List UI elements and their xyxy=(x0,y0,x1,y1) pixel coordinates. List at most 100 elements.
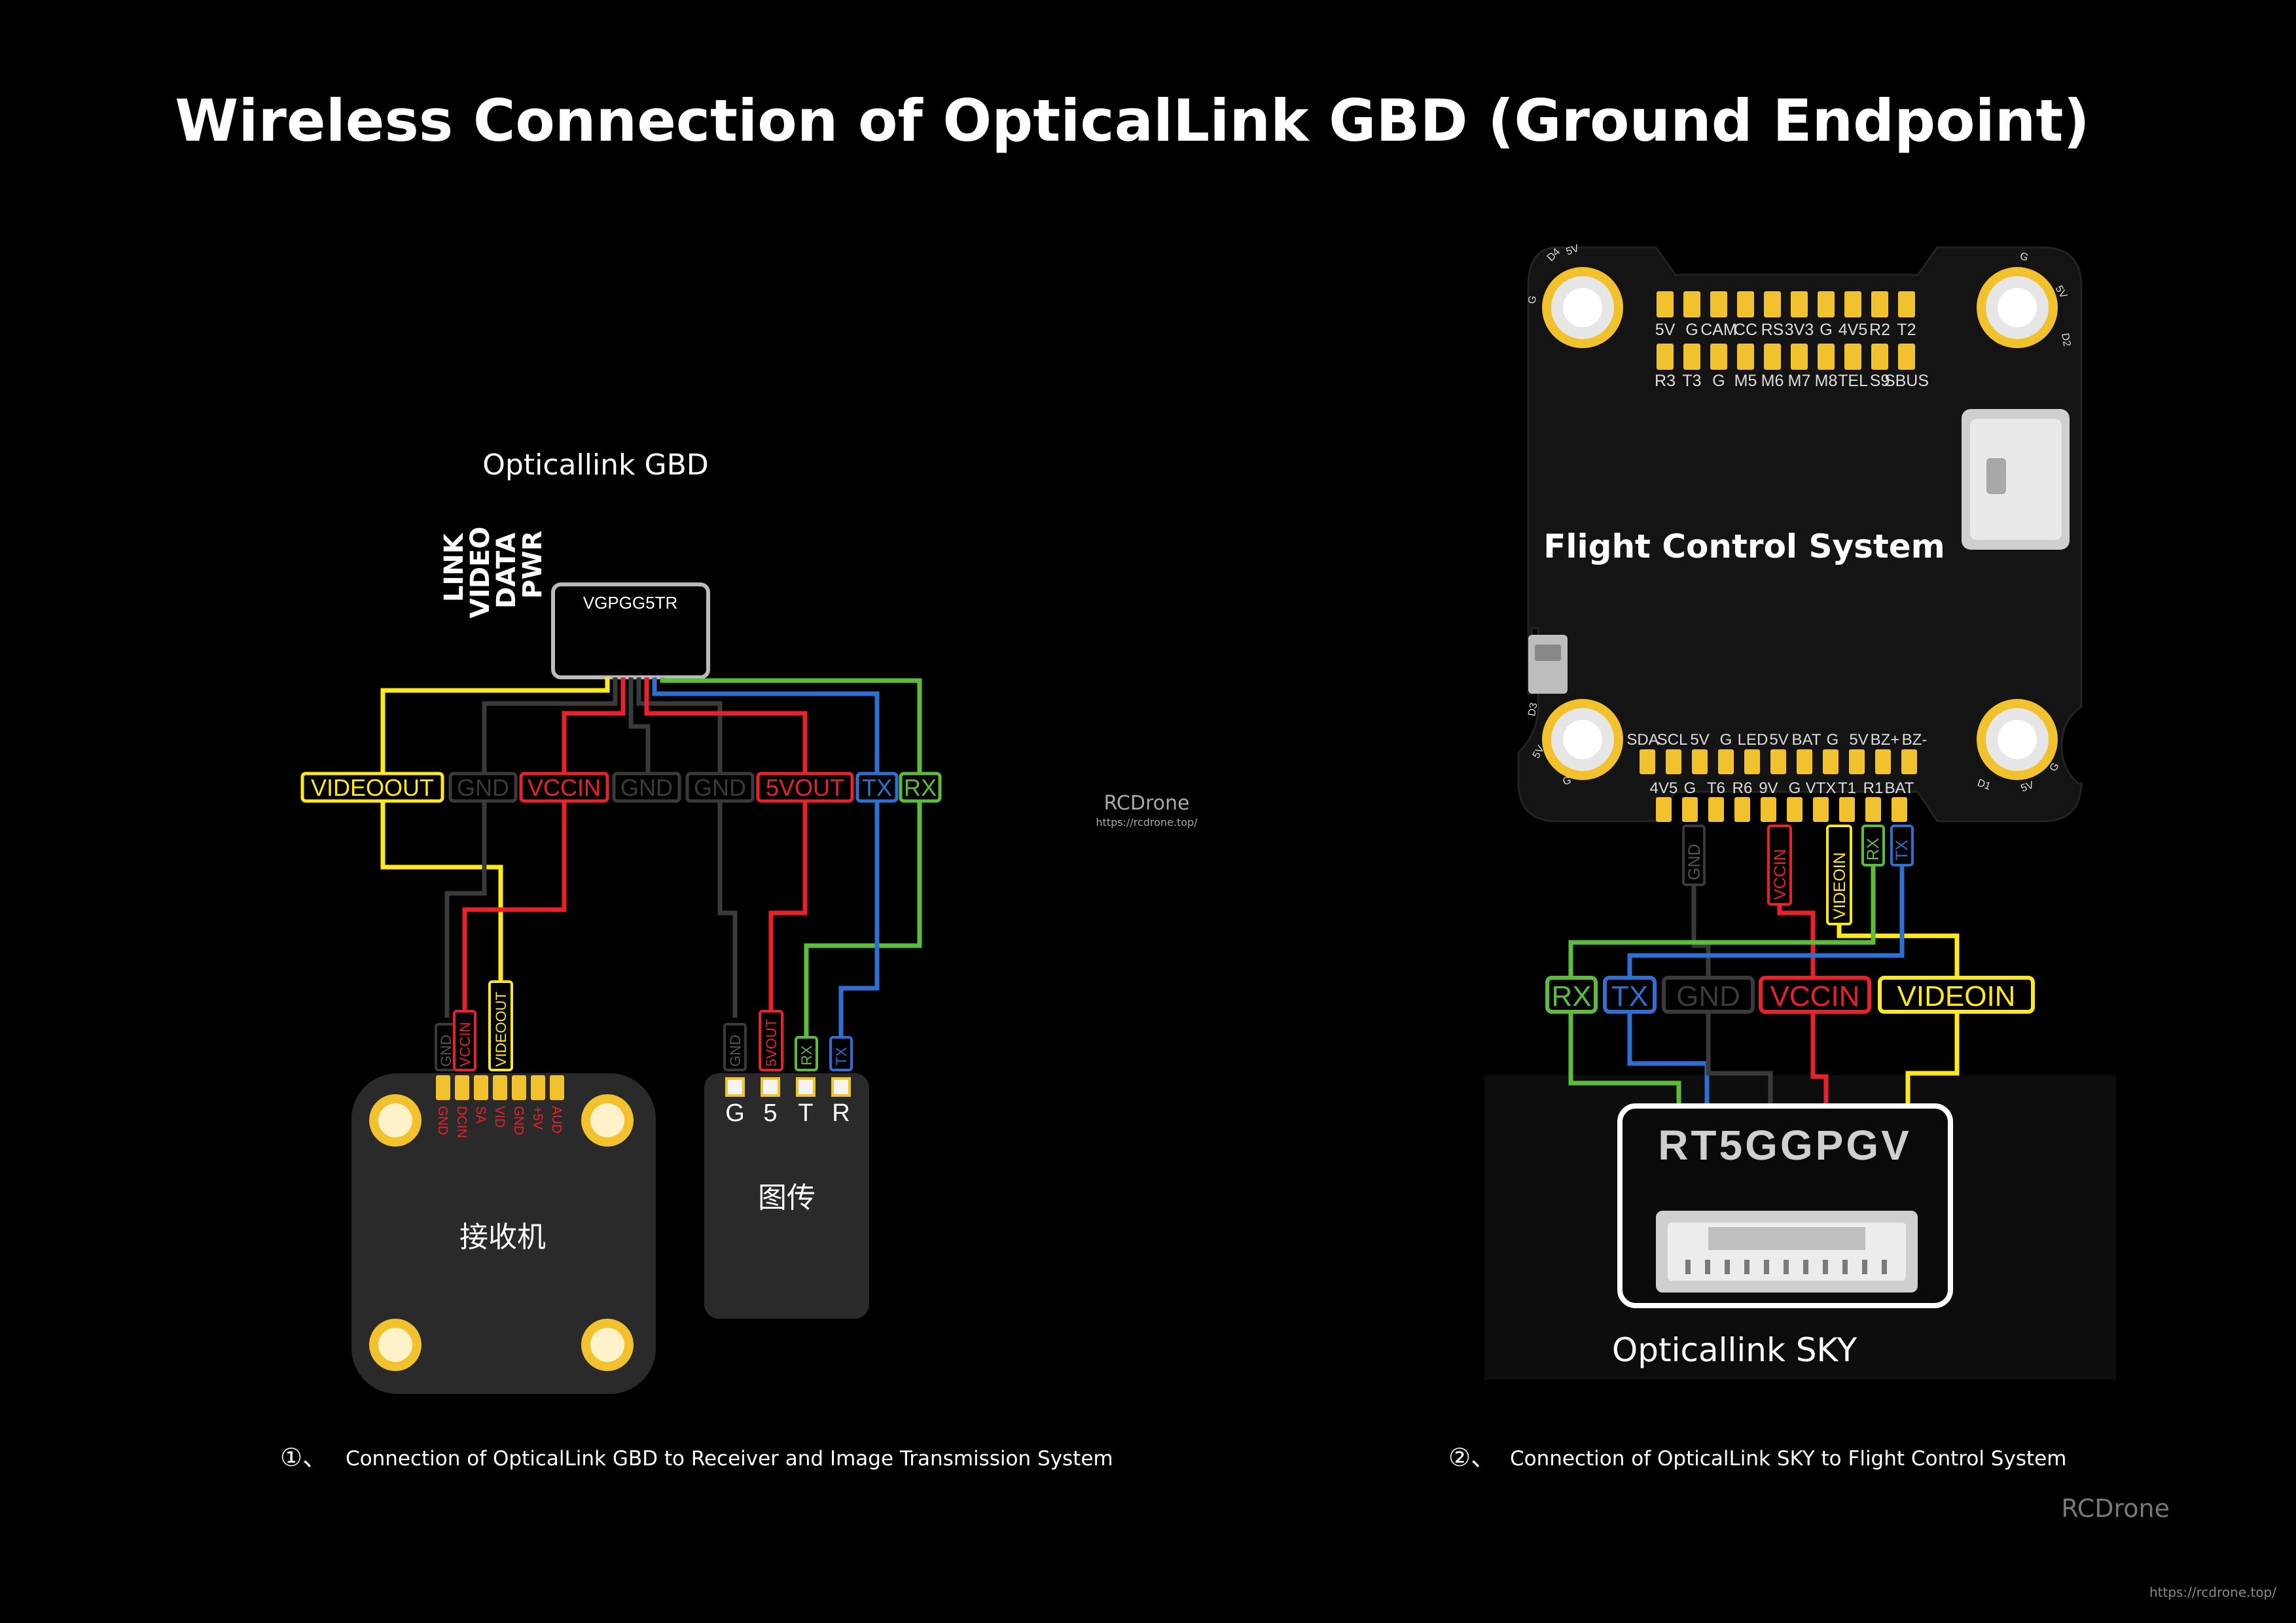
fc-bot2-pad-7: T1 xyxy=(1838,779,1856,797)
svg-text:G: G xyxy=(2018,251,2030,264)
fc-top2-pad-1: T3 xyxy=(1682,372,1701,390)
wire-gnd3-upper xyxy=(636,677,723,776)
fc-top2-pad-0: R3 xyxy=(1655,372,1676,390)
vtx-wire-label-tx: TX xyxy=(833,1047,850,1065)
gbd-pin-gnd-2: GND xyxy=(620,774,673,801)
sky-label: Opticallink SKY xyxy=(1612,1331,1857,1369)
caption-left: Connection of OpticalLink GBD to Receive… xyxy=(346,1447,1113,1471)
fc-top2-pad-9: SBUS xyxy=(1884,372,1929,390)
center-watermark-brand: RCDrone xyxy=(1104,792,1190,815)
wire-vccin-upper xyxy=(562,677,626,776)
wire-5vout-lower xyxy=(768,800,808,1018)
vtx-label: 图传 xyxy=(758,1181,816,1215)
fc-top1-pad-4: RS xyxy=(1761,321,1784,339)
gbd-pin-tx: TX xyxy=(862,774,892,801)
fc-bot1-pad-8: 5V xyxy=(1849,731,1868,749)
wire-5vout-upper xyxy=(644,677,808,776)
led-label-data: DATA xyxy=(492,533,522,609)
caption-right-number: ②、 xyxy=(1448,1443,1496,1472)
caption-right: Connection of OpticalLink SKY to Flight … xyxy=(1510,1447,2066,1471)
fc-top1-pad-7: 4V5 xyxy=(1839,321,1867,339)
wire-rx-lower xyxy=(804,800,922,1044)
wire-gnd1-upper xyxy=(482,677,618,776)
vtx-pad-r: R xyxy=(832,1099,850,1127)
fc-top1-pad-3: CC xyxy=(1734,321,1757,339)
svg-text:5V: 5V xyxy=(1565,243,1581,258)
caption-left-number: ①、 xyxy=(280,1443,327,1472)
led-label-pwr: PWR xyxy=(518,531,548,599)
svg-text:D1: D1 xyxy=(1976,777,1992,793)
fc-bot1-pad-2: 5V xyxy=(1690,731,1709,749)
rx-pad-gnd: GND xyxy=(435,1106,450,1135)
receiver-wire-labels: GND VCCIN VIDEOOUT xyxy=(435,980,513,1071)
gbd-upper-wires xyxy=(380,677,922,776)
fc-bot1-pad-7: G xyxy=(1827,731,1839,749)
sky-wires xyxy=(1568,865,1960,1113)
wire-tx-upper xyxy=(652,677,880,776)
vtx-pad-5: 5 xyxy=(763,1099,777,1127)
rx-pad-vid: VID xyxy=(492,1106,507,1128)
fc-wire-label-vccin: VCCIN xyxy=(1771,849,1789,900)
fc-top1-pad-6: G xyxy=(1820,321,1832,339)
sky-pin-videoin: VIDEOIN xyxy=(1897,980,2016,1012)
receiver-board: GND DCIN SA VID GND +5V AUD 接收机 xyxy=(351,1073,656,1394)
fc-top2-pad-2: G xyxy=(1712,372,1725,390)
fc-wire-labels: GND VCCIN VIDEOIN RX TX xyxy=(1682,825,1914,925)
fc-wire-label-tx: TX xyxy=(1893,840,1911,861)
fc-bot2-pad-1: G xyxy=(1684,779,1696,797)
fc-top2-pad-8: S9 xyxy=(1870,372,1890,390)
wire-videoout-lower xyxy=(380,800,503,1018)
fc-top2-pad-5: M7 xyxy=(1788,372,1811,390)
vtx-wire-label-5vout: 5VOUT xyxy=(763,1019,780,1067)
wire-rx-upper xyxy=(660,677,922,776)
wire-gnd-vtx-lower xyxy=(717,800,738,1018)
gbd-pin-gnd-3: GND xyxy=(694,774,746,801)
fc-top1-pad-5: 3V3 xyxy=(1785,321,1814,339)
wire-videoout-upper xyxy=(380,677,610,776)
fc-top2-pad-7: TEL xyxy=(1838,372,1868,390)
svg-text:G: G xyxy=(1562,775,1573,788)
gbd-lower-wires xyxy=(380,800,922,1044)
vtx-wire-label-rx: RX xyxy=(798,1045,815,1065)
fc-bot2-pad-6: VTX xyxy=(1806,779,1837,797)
rx-wire-label-vccin: VCCIN xyxy=(457,1022,473,1067)
gbd-led-labels: LINK VIDEO DATA PWR xyxy=(439,527,548,618)
page-title: Wireless Connection of OpticalLink GBD (… xyxy=(175,87,2089,154)
gbd-chip-label: VGPGG5TR xyxy=(583,593,677,613)
fc-top1-pad-0: 5V xyxy=(1655,321,1676,339)
gbd-pin-5vout: 5VOUT xyxy=(766,774,844,801)
corner-watermark-url: https://rcdrone.top/ xyxy=(2149,1584,2276,1600)
fc-top2-pad-3: M5 xyxy=(1734,372,1757,390)
fc-bot1-pad-1: SCL xyxy=(1657,731,1688,749)
rx-pad-5v: +5V xyxy=(530,1106,545,1130)
svg-text:G: G xyxy=(1526,294,1539,304)
fc-bot2-pad-3: R6 xyxy=(1732,779,1753,797)
gbd-heading: Opticallink GBD xyxy=(482,448,708,482)
fc-bot2-pad-2: T6 xyxy=(1707,779,1725,797)
flight-controller-board: 5V G CAM CC RS 3V3 G 4V5 R2 T2 R3 T3 G M… xyxy=(1517,243,2083,823)
led-label-video: VIDEO xyxy=(465,527,495,618)
gbd-pin-rx: RX xyxy=(904,774,937,801)
receiver-label: 接收机 xyxy=(459,1221,546,1254)
rx-wire-label-gnd: GND xyxy=(438,1035,454,1067)
gbd-pin-vccin: VCCIN xyxy=(528,774,601,801)
wire-tx-lower xyxy=(838,800,880,1044)
sky-chip-label: RT5GGPGV xyxy=(1658,1122,1912,1169)
fc-bot2-pad-8: R1 xyxy=(1863,779,1884,797)
svg-text:D3: D3 xyxy=(1526,702,1539,717)
rx-pad-gnd2: GND xyxy=(511,1106,526,1135)
fc-top2-pad-6: M8 xyxy=(1815,372,1838,390)
vtx-wire-label-gnd: GND xyxy=(727,1035,744,1067)
svg-text:D2: D2 xyxy=(2059,332,2072,348)
corner-watermark-brand: RCDrone xyxy=(2061,1494,2170,1523)
fc-bot2-pad-4: 9V xyxy=(1759,779,1778,797)
gbd-pin-gnd-1: GND xyxy=(457,774,509,801)
vtx-board: G 5 T R 图传 xyxy=(704,1073,869,1319)
fc-bot1-pad-3: G xyxy=(1720,731,1732,749)
fc-top1-pad-9: T2 xyxy=(1897,321,1916,339)
fc-bot1-pad-4: LED xyxy=(1738,731,1768,749)
led-label-link: LINK xyxy=(439,532,469,602)
wire-gnd-lower xyxy=(444,800,487,1018)
fc-wire-label-videoin: VIDEOIN xyxy=(1831,852,1849,919)
